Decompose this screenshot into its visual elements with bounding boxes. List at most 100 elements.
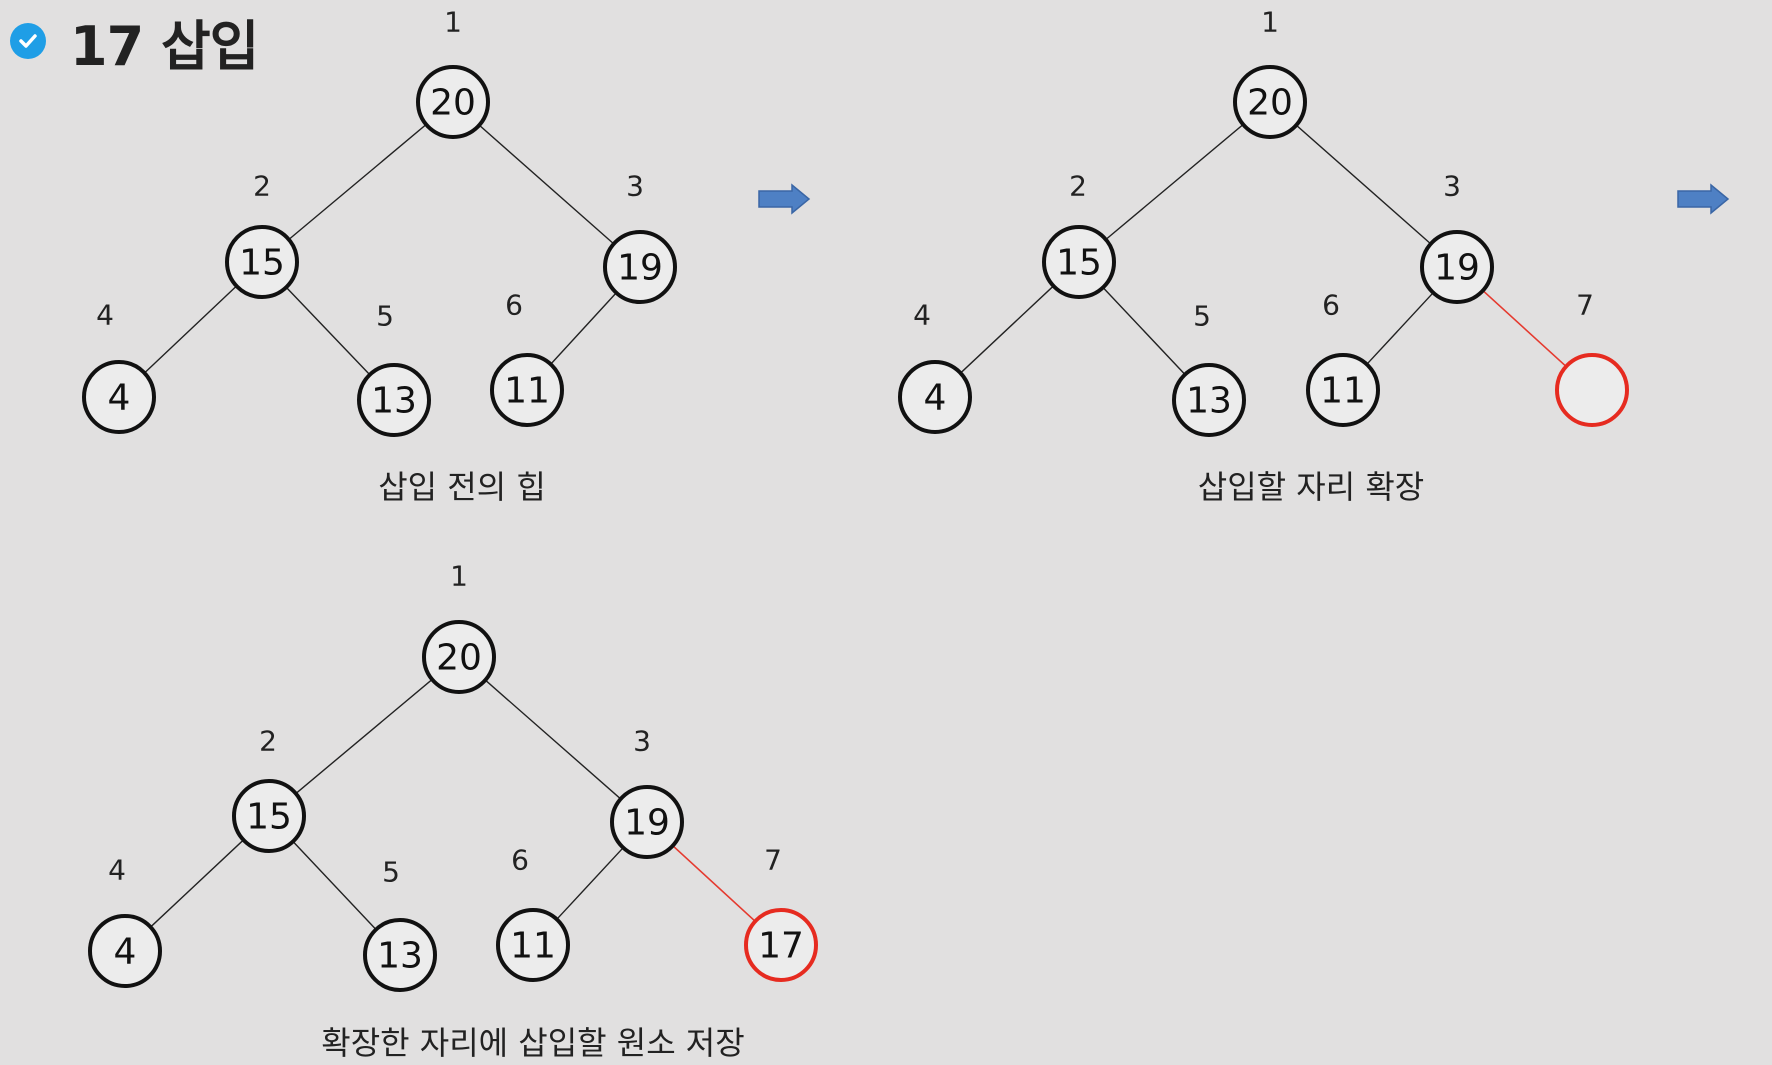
heap-node: 20 — [422, 620, 496, 694]
node-circle — [422, 620, 496, 694]
panel-caption: 확장한 자리에 삽입할 원소 저장 — [321, 1024, 744, 1062]
node-value: 11 — [504, 371, 550, 412]
node-circle — [357, 363, 431, 437]
node-index-label: 1 — [1261, 6, 1279, 39]
new-node-circle — [744, 908, 818, 982]
node-value: 13 — [1186, 381, 1232, 422]
node-value: 20 — [1247, 83, 1293, 124]
node-index-label: 4 — [96, 299, 114, 332]
heap-edge-3-7 — [672, 845, 756, 922]
node-circle — [898, 360, 972, 434]
node-value: 13 — [371, 381, 417, 422]
node-index-label: 6 — [1322, 289, 1340, 322]
heap-node: 17 — [744, 908, 818, 982]
node-index-label: 1 — [450, 560, 468, 593]
heap-node: 15 — [232, 779, 306, 853]
node-value: 15 — [246, 797, 292, 838]
node-circle — [490, 353, 564, 427]
node-circle — [1420, 230, 1494, 304]
node-value: 4 — [924, 378, 947, 419]
node-index-label: 3 — [1443, 170, 1461, 203]
node-circle — [88, 914, 162, 988]
node-circle — [1306, 353, 1380, 427]
node-circle — [232, 779, 306, 853]
heap-edge-2-5 — [292, 840, 377, 931]
node-circle — [363, 918, 437, 992]
node-index-label: 7 — [764, 844, 782, 877]
node-value: 17 — [758, 926, 804, 967]
node-index-label: 5 — [382, 856, 400, 889]
heap-node: 13 — [1172, 363, 1246, 437]
node-value: 15 — [1056, 243, 1102, 284]
node-circle — [1233, 65, 1307, 139]
node-index-label: 2 — [1069, 170, 1087, 203]
heap-panel-3: 20 1 15 2 19 3 4 4 13 5 11 6 17 7 확장한 자리에 삽입할 원소 저장 — [88, 560, 818, 1062]
node-index-label: 3 — [626, 170, 644, 203]
node-value: 11 — [510, 926, 556, 967]
heap-edge-3-6 — [556, 847, 624, 920]
check-circle-icon — [10, 23, 46, 59]
heap-node: 19 — [1420, 230, 1494, 304]
node-index-label: 5 — [1193, 300, 1211, 333]
node-value: 11 — [1320, 371, 1366, 412]
node-value: 4 — [114, 932, 137, 973]
node-circle — [225, 225, 299, 299]
new-node-circle — [1555, 353, 1629, 427]
node-index-label: 2 — [253, 170, 271, 203]
node-index-label: 4 — [913, 299, 931, 332]
heap-node: 15 — [225, 225, 299, 299]
node-circle — [496, 908, 570, 982]
node-value: 19 — [624, 803, 670, 844]
heap-edge-1-3 — [1295, 124, 1432, 245]
node-index-label: 6 — [511, 844, 529, 877]
node-circle — [610, 785, 684, 859]
right-arrow-icon — [758, 183, 811, 215]
heap-node: 11 — [496, 908, 570, 982]
node-index-label: 6 — [505, 289, 523, 322]
heap-node: 11 — [1306, 353, 1380, 427]
heap-node: 19 — [603, 230, 677, 304]
heap-node: 20 — [1233, 65, 1307, 139]
node-circle — [1042, 225, 1116, 299]
heap-edge-2-4 — [150, 839, 244, 928]
node-value: 4 — [108, 378, 131, 419]
heap-edge-2-5 — [285, 286, 371, 376]
heap-edge-3-6 — [1366, 292, 1434, 365]
node-circle — [603, 230, 677, 304]
node-index-label: 7 — [1576, 289, 1594, 322]
heap-edge-2-4 — [960, 285, 1054, 374]
node-index-label: 2 — [259, 725, 277, 758]
heap-edge-1-2 — [288, 123, 427, 241]
heap-node: 13 — [363, 918, 437, 992]
heap-node: 20 — [416, 65, 490, 139]
node-circle — [82, 360, 156, 434]
node-index-label: 1 — [444, 6, 462, 39]
heap-node: 13 — [357, 363, 431, 437]
heap-node: 19 — [610, 785, 684, 859]
slide-header: 17 삽입 — [10, 6, 259, 78]
page-title: 17 삽입 — [70, 14, 259, 78]
heap-edge-1-2 — [295, 678, 433, 795]
heap-node: 15 — [1042, 225, 1116, 299]
node-circle — [1172, 363, 1246, 437]
heap-node: 4 — [898, 360, 972, 434]
heap-node: 11 — [490, 353, 564, 427]
panel-caption: 삽입 전의 힙 — [378, 468, 546, 506]
node-value: 20 — [430, 83, 476, 124]
node-index-label: 3 — [633, 725, 651, 758]
heap-edge-2-5 — [1102, 286, 1186, 376]
node-value: 19 — [617, 248, 663, 289]
heap-edge-1-3 — [478, 124, 615, 245]
node-value: 15 — [239, 243, 285, 284]
node-value: 20 — [436, 638, 482, 679]
heap-edge-3-6 — [550, 292, 617, 365]
node-index-label: 5 — [376, 300, 394, 333]
heap-edge-3-7 — [1482, 289, 1567, 368]
heap-node: 4 — [82, 360, 156, 434]
heap-edge-1-2 — [1105, 123, 1244, 241]
heap-node: 4 — [88, 914, 162, 988]
node-value: 19 — [1434, 248, 1480, 289]
node-index-label: 4 — [108, 854, 126, 887]
